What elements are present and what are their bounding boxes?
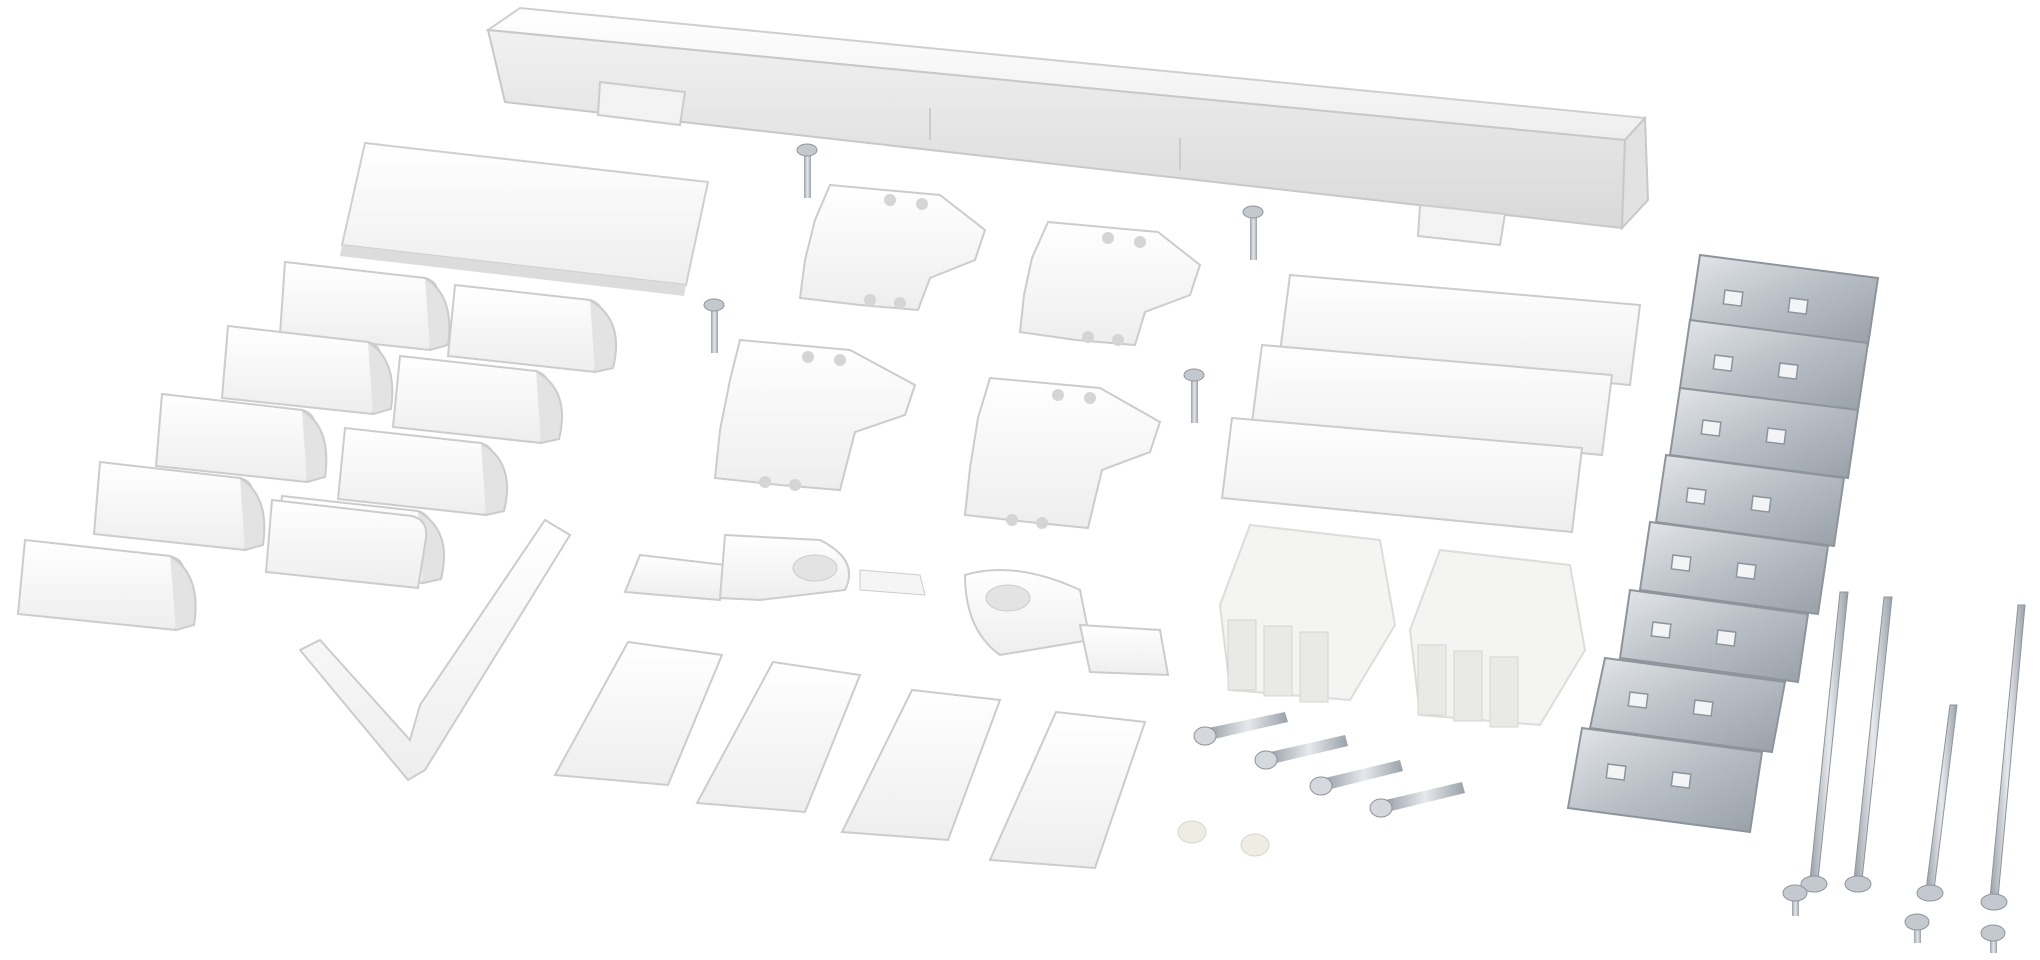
metal-pin — [1309, 760, 1403, 796]
short-screw — [1904, 913, 1930, 943]
small-screw — [796, 143, 818, 198]
hinge-plate — [963, 376, 1162, 530]
spacer-plates-group — [553, 640, 1147, 870]
hinge-plate — [1018, 220, 1202, 347]
spacer-plate — [988, 710, 1147, 870]
metal-bracket-strip — [1566, 253, 1880, 834]
end-cap — [391, 354, 563, 445]
end-cap — [446, 283, 617, 374]
hinge-plates-group — [703, 143, 1264, 530]
hinge-plate — [798, 183, 987, 312]
small-cap — [1177, 820, 1207, 844]
flat-bar — [1220, 416, 1584, 534]
metal-pin — [1369, 782, 1465, 818]
small-screw — [1242, 205, 1264, 260]
short-screws-group — [1782, 884, 2006, 953]
end-cap — [16, 538, 197, 632]
flat-bars-group — [1220, 273, 1642, 534]
long-screws-group — [1800, 591, 2026, 911]
angle-bracket — [298, 518, 572, 782]
small-cap — [1240, 833, 1270, 857]
end-cap — [220, 324, 394, 416]
metal-pin — [1254, 735, 1348, 770]
spacer-plate — [695, 660, 862, 814]
long-screw — [1800, 591, 1849, 893]
long-screw — [1980, 604, 2026, 911]
end-cap — [264, 498, 428, 590]
end-cap — [278, 260, 451, 352]
translucent-clip — [1218, 523, 1397, 703]
small-caps-group — [1177, 820, 1270, 857]
end-cap — [336, 426, 508, 517]
pins-group — [1193, 712, 1465, 818]
metal-pin — [1193, 712, 1288, 746]
end-cap — [154, 392, 328, 484]
short-screw — [1980, 924, 2006, 953]
long-top-rail — [485, 6, 1650, 247]
spacer-plate — [553, 640, 724, 787]
long-screw — [1844, 596, 1893, 893]
spacer-plate — [840, 688, 1002, 842]
hinge-link — [623, 533, 1170, 677]
end-caps-group — [16, 260, 617, 632]
long-screw — [1916, 704, 1958, 902]
translucent-clips-group — [1218, 523, 1587, 728]
flat-cover-plate — [340, 141, 710, 296]
hinge-plate — [713, 338, 917, 492]
short-screw — [1782, 884, 1808, 916]
small-screw — [703, 298, 725, 353]
small-screw — [1183, 368, 1205, 423]
translucent-clip — [1408, 548, 1587, 728]
end-cap — [92, 460, 266, 552]
